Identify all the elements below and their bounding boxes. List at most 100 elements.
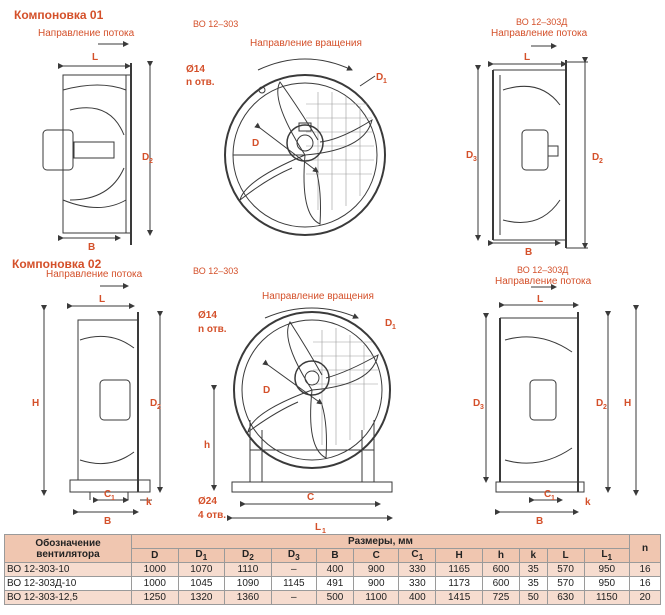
value-cell: 500 (315, 590, 355, 605)
dim-D2-02-right: D (596, 398, 603, 409)
value-cell: 1173 (435, 576, 483, 591)
n-cell: 20 (629, 590, 661, 605)
column-header: D2 (224, 548, 272, 563)
n-cell: 16 (629, 562, 661, 577)
dim-D3-01-right: D (466, 150, 473, 161)
dim-L-02-left: L (99, 294, 105, 305)
header-designation: Обозначение вентилятора (4, 534, 132, 563)
column-header: D3 (270, 548, 317, 563)
value-cell: 1360 (224, 590, 272, 605)
hole-dia-02: Ø14 (198, 310, 217, 321)
hole-count-02: n отв. (198, 324, 227, 335)
column-header: D1 (177, 548, 226, 563)
designation-cell: ВО 12-303Д-10 (4, 576, 132, 591)
dim-C1-sub-02-right: 1 (551, 495, 555, 502)
dim-D-01: D (252, 138, 259, 149)
column-header-sub: 1 (202, 552, 208, 562)
dim-h-02: h (204, 440, 210, 451)
value-cell: 600 (481, 562, 520, 577)
column-header: D (131, 548, 179, 563)
model-label-01-right: ВО 12–303Д (516, 17, 568, 27)
column-header: L1 (583, 548, 631, 563)
column-header: C (353, 548, 400, 563)
column-header: L (546, 548, 585, 563)
dim-D2-sub-02-left: 2 (157, 404, 161, 411)
value-cell: 570 (546, 562, 585, 577)
side-view-02-right (483, 284, 639, 515)
value-cell: 50 (518, 590, 548, 605)
flow-label-01: Направление потока (38, 28, 135, 39)
value-cell: 900 (353, 562, 400, 577)
dim-L-01-left: L (92, 52, 98, 63)
column-header: B (315, 548, 355, 563)
technical-drawing: L B D 2 D D 1 L B D 3 D 2 L H D 2 C 1 B … (32, 41, 639, 534)
value-cell: 1250 (131, 590, 179, 605)
flow-label-01-right: Направление потока (491, 28, 588, 39)
dim-L1-02: L (315, 522, 321, 533)
column-header-main: D (241, 549, 250, 560)
dim-C-02: C (307, 492, 314, 503)
value-cell: 1000 (131, 576, 179, 591)
column-header-main: D (287, 549, 296, 560)
column-header: h (481, 548, 520, 563)
column-header: H (435, 548, 483, 563)
dim-D1-01: D (376, 72, 383, 83)
dim-D2-01-left: D (142, 152, 149, 163)
side-view-01-left (42, 41, 153, 245)
dim-D2-01-right: D (592, 152, 599, 163)
column-header-main: L (601, 549, 608, 560)
dim-k-02-left: k (146, 497, 152, 508)
side-view-02-left (41, 283, 163, 515)
value-cell: 400 (398, 590, 437, 605)
dim-L-01-right: L (524, 52, 530, 63)
column-header-sub: 1 (418, 552, 424, 562)
header-sizes: Размеры, мм (131, 534, 630, 549)
section-title-02: Компоновка 02 (12, 257, 102, 271)
value-cell: 1090 (224, 576, 272, 591)
dim-L-02-right: L (537, 294, 543, 305)
value-cell: 1145 (270, 576, 317, 591)
dim-D2-sub-01-right: 2 (599, 158, 603, 165)
rotation-label-01: Направление вращения (250, 38, 362, 49)
model-label-02-center: ВО 12–303 (193, 266, 239, 276)
value-cell: 1000 (131, 562, 179, 577)
value-cell: 570 (546, 576, 585, 591)
dim-B-02-left: B (104, 516, 111, 527)
value-cell: 630 (546, 590, 585, 605)
column-header-main: C (411, 549, 419, 560)
foot-hole-dia: Ø24 (198, 496, 217, 507)
column-header: C1 (398, 548, 437, 563)
value-cell: 725 (481, 590, 520, 605)
dim-C1-sub-02-left: 1 (111, 495, 115, 502)
value-cell: 600 (481, 576, 520, 591)
dim-D2-sub-01-left: 2 (149, 158, 153, 165)
dim-C1-02-left: C (104, 489, 111, 500)
dim-B-01-left: B (88, 242, 95, 253)
dim-D2-02-left: D (150, 398, 157, 409)
dim-H-02-right: H (624, 398, 631, 409)
value-cell: 950 (583, 562, 631, 577)
column-header-main: D (151, 550, 159, 561)
column-header-sub: 2 (249, 552, 254, 562)
dim-D-02: D (263, 385, 270, 396)
header-n: n (629, 534, 661, 563)
column-header-sub: 1 (607, 552, 613, 562)
dim-k-02-right: k (585, 497, 591, 508)
column-header-main: D (195, 549, 203, 560)
value-cell: 1110 (224, 562, 272, 577)
rotation-label-02: Направление вращения (262, 291, 374, 302)
value-cell: 1415 (435, 590, 483, 605)
value-cell: 330 (398, 576, 437, 591)
designation-cell: ВО 12-303-10 (4, 562, 132, 577)
model-label-02-right: ВО 12–303Д (517, 265, 569, 275)
hole-count-01: n отв. (186, 77, 215, 88)
column-header-main: k (530, 550, 537, 561)
value-cell: 950 (583, 576, 631, 591)
dim-L1-sub-02: 1 (322, 528, 326, 534)
front-view-01 (224, 58, 386, 236)
value-cell: 1045 (177, 576, 226, 591)
dim-D3-02-right: D (473, 398, 480, 409)
